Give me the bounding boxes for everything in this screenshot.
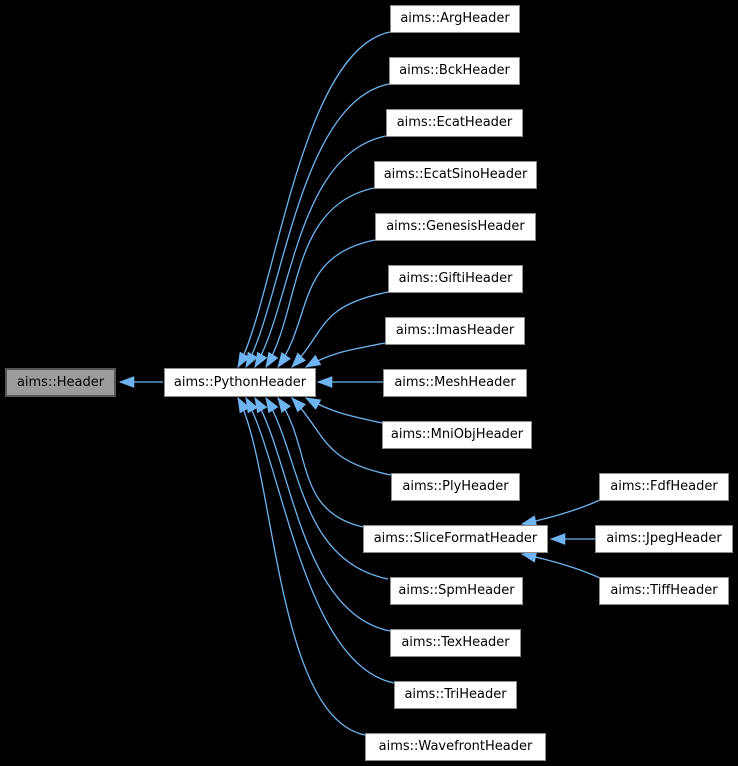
edge-spmheader-to-pythonheader [265,396,389,580]
node-aims-pythonheader[interactable]: aims::PythonHeader [164,368,316,397]
edge-ecatheader-to-pythonheader [254,135,387,369]
edge-argheader-to-pythonheader [237,31,391,369]
edge-plyheader-to-pythonheader [291,397,392,476]
node-aims-imasheader[interactable]: aims::ImasHeader [385,317,525,345]
edge-genesisheader-to-pythonheader [277,239,376,369]
node-aims-ecatheader[interactable]: aims::EcatHeader [386,109,523,137]
edge-triheader-to-pythonheader [245,396,395,684]
node-aims-mniobjheader[interactable]: aims::MniObjHeader [382,421,532,449]
node-aims-plyheader[interactable]: aims::PlyHeader [391,473,520,501]
node-aims-wavefrontheader[interactable]: aims::WavefrontHeader [365,733,546,761]
edge-giftiheader-to-pythonheader [291,291,389,368]
node-aims-tiffheader[interactable]: aims::TiffHeader [599,577,729,605]
node-aims-header: aims::Header [5,368,116,397]
edge-fdfheader-to-sliceformatheader [520,499,601,527]
edge-texheader-to-pythonheader [254,396,391,632]
node-aims-meshheader[interactable]: aims::MeshHeader [383,369,527,397]
edge-mniobjheader-to-pythonheader [304,397,383,424]
node-aims-jpegheader[interactable]: aims::JpegHeader [595,525,733,553]
node-aims-sliceformatheader[interactable]: aims::SliceFormatHeader [363,525,548,553]
edge-imasheader-to-pythonheader [304,342,386,368]
edge-sliceformatheader-to-pythonheader [277,396,364,528]
node-aims-argheader[interactable]: aims::ArgHeader [390,5,520,33]
node-aims-giftiheader[interactable]: aims::GiftiHeader [388,265,523,293]
edge-wavefrontheader-to-pythonheader [237,396,366,736]
node-aims-spmheader[interactable]: aims::SpmHeader [390,577,523,605]
edge-bckheader-to-pythonheader [245,83,390,369]
edge-tiffheader-to-sliceformatheader [520,551,601,579]
node-aims-bckheader[interactable]: aims::BckHeader [389,57,520,85]
node-aims-fdfheader[interactable]: aims::FdfHeader [599,473,729,501]
edge-ecatsinoheader-to-pythonheader [265,187,375,369]
node-aims-ecatsinoheader[interactable]: aims::EcatSinoHeader [374,161,537,189]
node-aims-triheader[interactable]: aims::TriHeader [394,681,517,709]
node-aims-genesisheader[interactable]: aims::GenesisHeader [375,213,536,241]
node-aims-texheader[interactable]: aims::TexHeader [390,629,521,657]
